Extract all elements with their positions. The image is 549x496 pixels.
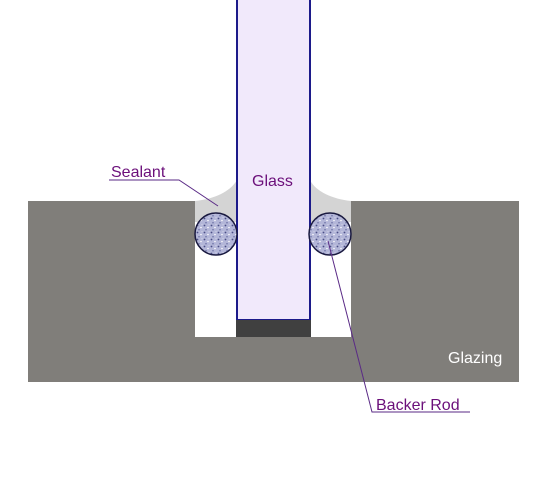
- backer-rod-right: [308, 212, 352, 256]
- glass-pane: [236, 0, 311, 321]
- sealant-left: [195, 180, 237, 201]
- backer-rod-label: Backer Rod: [376, 397, 460, 414]
- glazing-frame: [28, 201, 519, 382]
- sealant-right: [310, 180, 351, 201]
- glass-label: Glass: [252, 173, 293, 190]
- backer-rod-left: [194, 212, 238, 256]
- glazing-label: Glazing: [448, 350, 502, 367]
- sealant-leader-line: [109, 179, 219, 207]
- backer-rod-leader-line: [327, 240, 470, 413]
- setting-block: [236, 320, 311, 337]
- sealant-label: Sealant: [111, 164, 166, 181]
